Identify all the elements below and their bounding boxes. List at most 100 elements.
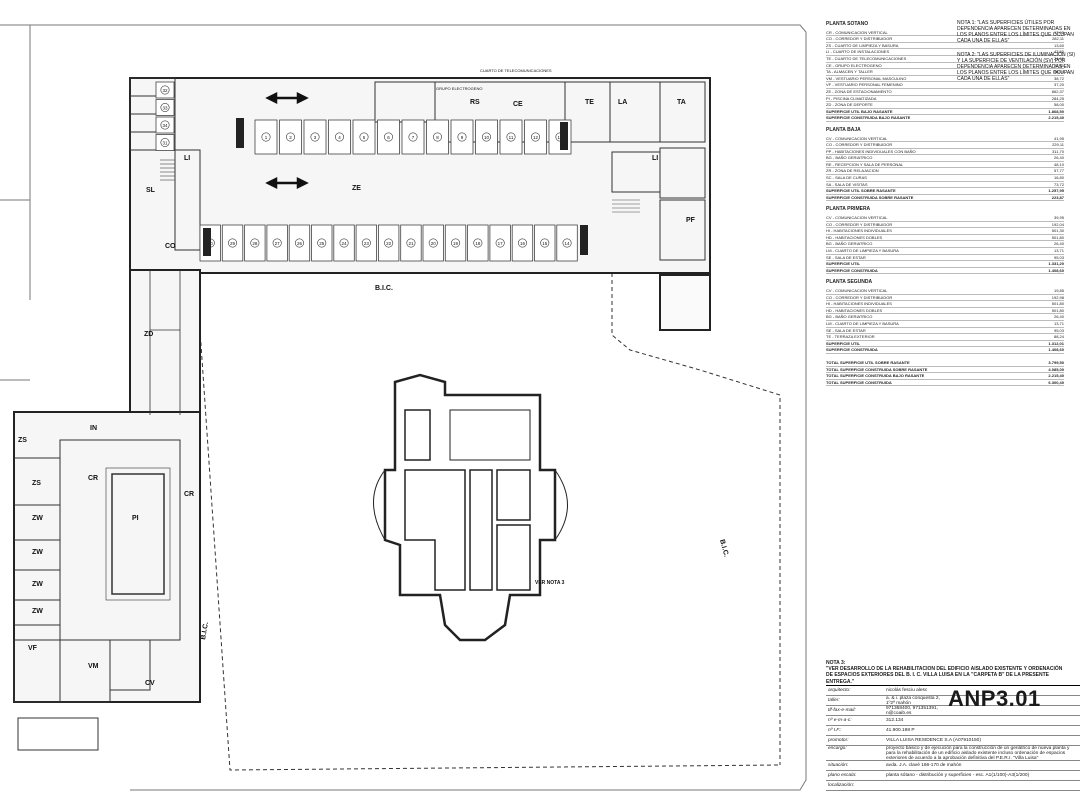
legend-row-label: ZR - ZONA DE RELAJACION: [826, 168, 879, 174]
title-block-key: situación:: [828, 763, 849, 768]
title-block-value: 312.134: [886, 718, 904, 723]
legend-row-label: HI - HABITACIONES INDIVIDUALES: [826, 228, 892, 234]
legend-row-value: 95,03: [1053, 254, 1064, 260]
legend-row-value: 501,80: [1051, 234, 1064, 240]
parking-space-3-marker: [310, 132, 320, 142]
parking-space-32-marker: [160, 85, 170, 95]
parking-space-2-marker: [285, 132, 295, 142]
legend-row-value: 95,03: [1053, 327, 1064, 333]
legend-row: LI - CUARTO DE INSTALACIONES 43,50: [826, 49, 1064, 56]
legend-row-label: PP - HABITACIONES INDIVIDUALES CON BAÑO: [826, 148, 916, 154]
parking-space-21-number: 21: [408, 241, 414, 246]
pool-wing: [13, 439, 181, 751]
parking-space-20-marker: [428, 238, 438, 248]
zone-zw-1: ZW: [32, 515, 43, 522]
sheet-code: ANP3.01: [948, 686, 1041, 711]
legend-total-value: 1.408,60: [1048, 267, 1064, 273]
nota-2: NOTA 2: "LAS SUPERFICIES DE ILUMINACIÓN …: [957, 52, 1076, 82]
ramp-corridor: [149, 270, 181, 415]
legend-row-label: SC - SALA DE CURAS: [826, 175, 867, 181]
parking-space-1-number: 1: [265, 135, 268, 140]
legend-row-value: 43,50: [1053, 49, 1064, 55]
parking-space-31-marker: [160, 138, 170, 148]
parking-space-20-number: 20: [431, 241, 437, 246]
legend-total-label: SUPERFICIE CONSTRUIDA SOBRE RASANTE: [826, 194, 914, 200]
parking-space-19-marker: [451, 238, 461, 248]
legend-row-label: SA - SALA DE VISITAS: [826, 181, 868, 187]
zone-zw-4: ZW: [32, 608, 43, 615]
parking-space-7-marker: [408, 132, 418, 142]
parking-space-23-number: 23: [364, 241, 370, 246]
parking-space-34-number: 34: [162, 123, 168, 128]
parking-space-19-number: 19: [453, 241, 459, 246]
zone-ze: ZE: [352, 185, 361, 192]
title-block-row: tlf-fax-e-mail:971368400, 971351391, n@c…: [826, 706, 1080, 716]
zone-zw-2: ZW: [32, 549, 43, 556]
legend-row-value: 501,80: [1051, 301, 1064, 307]
parking-space-2-number: 2: [289, 135, 292, 140]
legend-total-label: SUPERFICIE UTIL: [826, 261, 861, 267]
parking-space-14-marker: [562, 238, 572, 248]
legend-row-value: 57,77: [1053, 168, 1064, 174]
parking-space-6-marker: [383, 132, 393, 142]
parking-space-10-marker: [481, 132, 491, 142]
title-block-value: nicolás fesciu alesc: [886, 688, 928, 693]
legend-row-value: 501,80: [1051, 307, 1064, 313]
parking-space-15-number: 15: [542, 241, 548, 246]
legend-row-value: 48,10: [1053, 161, 1064, 167]
title-block-key: taller:: [828, 698, 840, 703]
parking-space-28-marker: [250, 238, 260, 248]
zone-pf: PF: [686, 217, 696, 224]
legend-row-value: 26,40: [1053, 241, 1064, 247]
legend-grand-total-value: 2.215,40: [1048, 373, 1064, 379]
title-block-key: nº I.F.:: [828, 728, 842, 733]
parking-space-18-number: 18: [475, 241, 481, 246]
title-block-value: 971368400, 971351391, n@coaib.es: [886, 705, 939, 716]
legend-row-label: ZE - ZONA DE ESTACIONAMIENTO: [826, 88, 892, 94]
legend-total-label: SUPERFICIE CONSTRUIDA: [826, 347, 878, 353]
parking-space-17-number: 17: [498, 241, 504, 246]
legend-row-label: LI - CUARTO DE INSTALACIONES: [826, 49, 890, 55]
zone-zs-1: ZS: [18, 437, 27, 444]
parking-bottom-row: 3029282726252423222120191817161514: [199, 224, 578, 262]
title-block-key: localización:: [828, 783, 855, 788]
legend-row-value: 16,80: [1053, 175, 1064, 181]
site-boundary: [0, 24, 807, 791]
legend-grand-total-row: TOTAL SUPERFICIE CONSTRUIDA BAJO RASANTE…: [826, 373, 1064, 380]
parking-space-9-marker: [457, 132, 467, 142]
parking-space-26-marker: [294, 238, 304, 248]
nota-1: NOTA 1: "LAS SUPERFICIES ÚTILES POR DEPE…: [957, 20, 1074, 44]
parking-space-9-number: 9: [461, 135, 464, 140]
title-block-value: avda. J.A. clavé 166-170 de mahón: [886, 763, 962, 768]
title-block-key: plano escala:: [828, 773, 857, 778]
legend-row-value: 41,95: [1053, 135, 1064, 141]
legend-row-label: LM - CUARTO DE LIMPIEZA Y BASURA: [826, 248, 899, 253]
legend-total-value: 1.257,95: [1048, 188, 1064, 194]
title-block-key: arquitecto:: [828, 688, 851, 693]
ver-nota-3-label: VER NOTA 3: [535, 580, 565, 586]
legend-row-label: CV - COMUNICACION VERTICAL: [826, 135, 888, 141]
bic-label-right: B.I.C.: [718, 539, 729, 558]
legend-row: SC - SALA DE CURAS 16,80: [826, 175, 1064, 182]
legend-row-value: 26,40: [1053, 155, 1064, 161]
stairs: [160, 159, 640, 213]
legend-total-label: SUPERFICIE UTIL: [826, 340, 861, 346]
parking-space-11-number: 11: [509, 135, 514, 140]
legend-row-value: 862,37: [1051, 88, 1064, 94]
room-rs: RS: [470, 99, 480, 106]
parking-space-16-number: 16: [520, 241, 526, 246]
